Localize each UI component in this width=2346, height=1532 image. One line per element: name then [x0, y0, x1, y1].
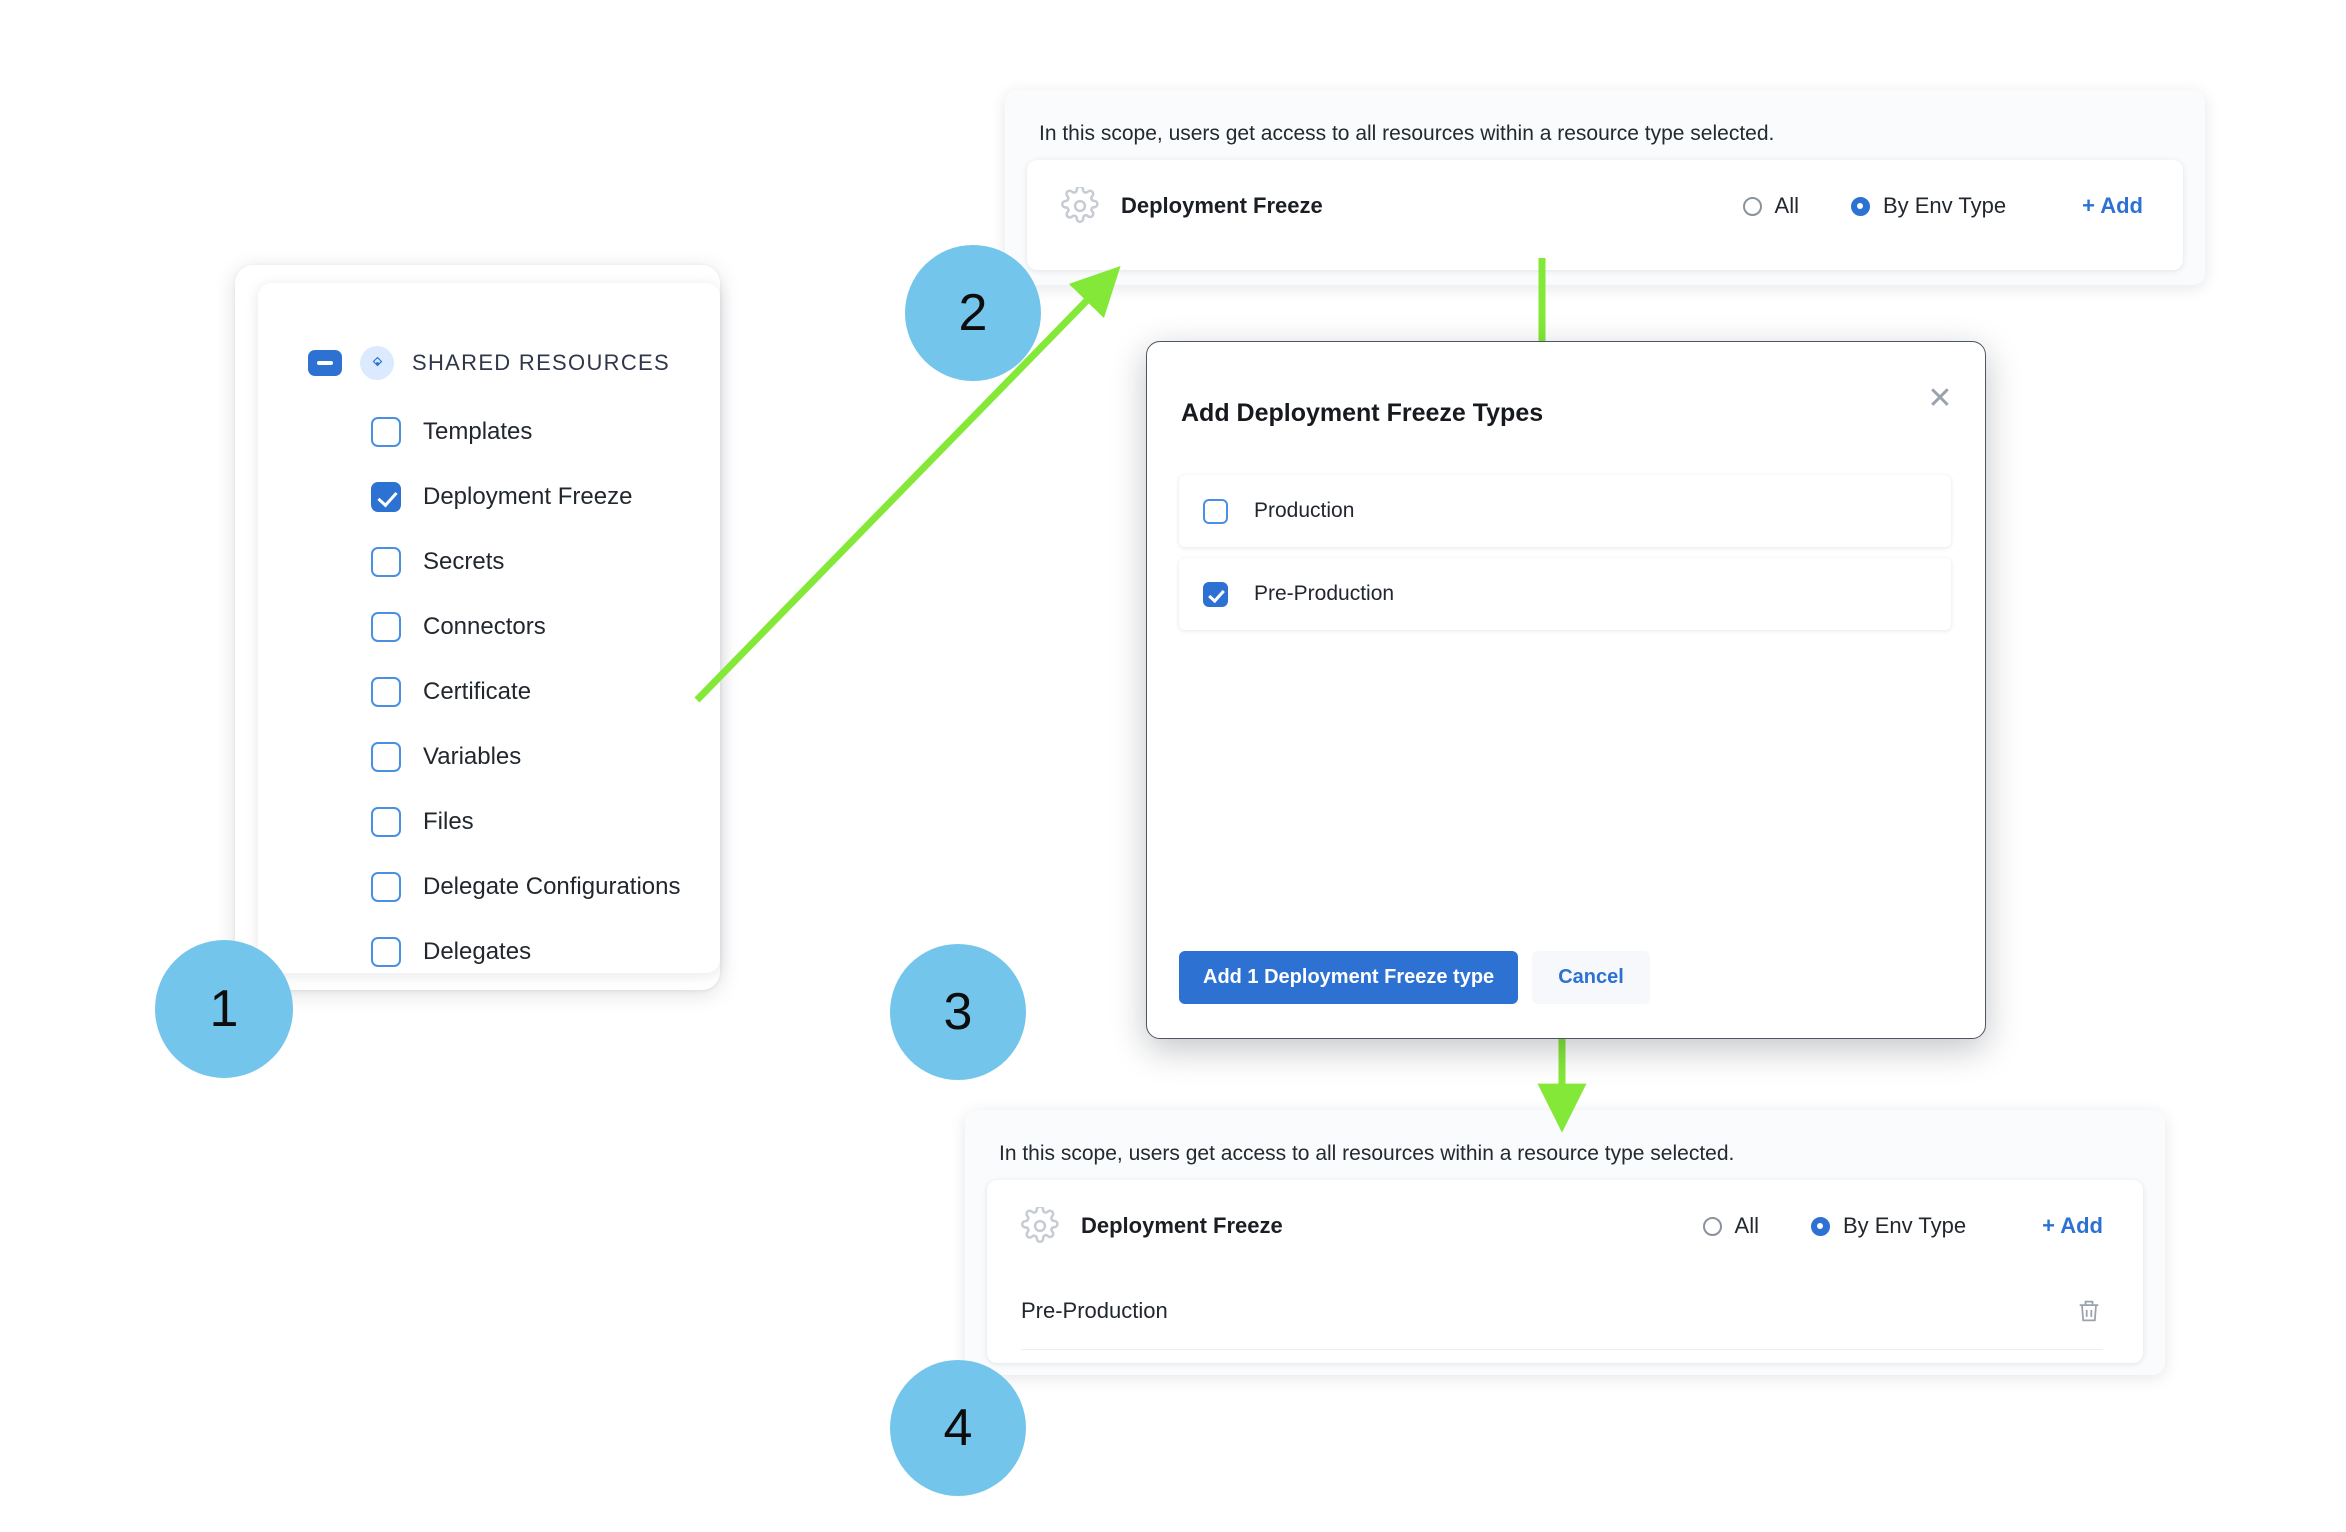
add-deployment-freeze-type-button[interactable]: Add 1 Deployment Freeze type — [1179, 951, 1519, 1004]
minus-icon[interactable] — [308, 350, 342, 376]
resource-card-bottom: Deployment Freeze All By Env Type + Add … — [987, 1180, 2143, 1363]
list-item[interactable]: Deployment Freeze — [258, 464, 720, 529]
shared-resources-title: SHARED RESOURCES — [412, 350, 670, 375]
modal-option-label: Pre-Production — [1254, 582, 1395, 605]
checkbox-files[interactable] — [371, 806, 401, 837]
list-item-label: Variables — [423, 742, 522, 770]
list-item-label: Delegate Configurations — [423, 872, 681, 900]
modal-option-label: Production — [1254, 499, 1355, 522]
radio-icon-by-env-type-bottom[interactable] — [1810, 1216, 1830, 1236]
list-item[interactable]: Certificate — [258, 659, 720, 724]
modal-option-production[interactable]: Production — [1179, 475, 1951, 547]
list-item[interactable]: Templates — [258, 399, 720, 464]
add-link-bottom[interactable]: + Add — [2042, 1213, 2103, 1238]
step-badge-2: 2 — [905, 245, 1041, 381]
checkbox-delegates[interactable] — [371, 936, 401, 967]
scope-panel-top: In this scope, users get access to all r… — [1005, 90, 2205, 285]
modal-footer: Add 1 Deployment Freeze type Cancel — [1179, 951, 1650, 1004]
resource-row-top: Deployment Freeze All By Env Type + Add — [1027, 160, 2183, 252]
list-item-label: Connectors — [423, 612, 546, 640]
list-item-label: Deployment Freeze — [423, 482, 633, 510]
radio-option-by-env-type-top[interactable]: By Env Type — [1850, 193, 2007, 219]
selected-item-row: Pre-Production — [1021, 1272, 2103, 1350]
radio-label-by-env-type-top: By Env Type — [1882, 193, 2007, 218]
radio-icon-by-env-type-top[interactable] — [1850, 196, 1870, 216]
close-icon[interactable]: ✕ — [1927, 382, 1953, 415]
gear-icon — [1021, 1205, 1059, 1245]
checkbox-secrets[interactable] — [371, 546, 401, 577]
step-badge-1: 1 — [155, 940, 293, 1078]
checkbox-production[interactable] — [1203, 498, 1228, 524]
cancel-button[interactable]: Cancel — [1532, 951, 1650, 1004]
list-item[interactable]: Files — [258, 789, 720, 854]
list-item-label: Files — [423, 807, 474, 835]
checkbox-delegate-configurations[interactable] — [371, 871, 401, 902]
list-item[interactable]: Delegate Configurations — [258, 854, 720, 919]
selected-item-label: Pre-Production — [1021, 1297, 1168, 1323]
checkbox-certificate[interactable] — [371, 676, 401, 707]
list-item-label: Certificate — [423, 677, 532, 705]
scope-note-bottom: In this scope, users get access to all r… — [999, 1142, 1735, 1165]
shared-resources-panel: SHARED RESOURCES Templates Deployment Fr… — [258, 283, 720, 973]
step-badge-label: 1 — [209, 980, 239, 1038]
modal-option-pre-production[interactable]: Pre-Production — [1179, 558, 1951, 630]
scope-panel-bottom: In this scope, users get access to all r… — [965, 1110, 2165, 1375]
scope-radio-group-bottom: All By Env Type — [1702, 1213, 1967, 1239]
checkbox-deployment-freeze[interactable] — [371, 481, 401, 512]
minus-bar — [317, 361, 333, 365]
step-badge-3: 3 — [890, 944, 1026, 1080]
radio-label-all-bottom: All — [1734, 1213, 1759, 1238]
list-item-label: Templates — [423, 417, 533, 445]
list-item-label: Secrets — [423, 547, 505, 575]
resource-name-bottom: Deployment Freeze — [1081, 1213, 1283, 1238]
radio-label-by-env-type-bottom: By Env Type — [1842, 1213, 1967, 1238]
scope-note-top: In this scope, users get access to all r… — [1039, 122, 1775, 145]
step-badge-label: 4 — [943, 1399, 973, 1457]
resource-card-top: Deployment Freeze All By Env Type + Add — [1027, 160, 2183, 270]
resource-name-top: Deployment Freeze — [1121, 193, 1323, 218]
trash-icon[interactable] — [2075, 1297, 2103, 1325]
step-badge-label: 3 — [943, 983, 973, 1041]
list-item[interactable]: Variables — [258, 724, 720, 789]
list-item[interactable]: Secrets — [258, 529, 720, 594]
list-item[interactable]: Connectors — [258, 594, 720, 659]
checkbox-templates[interactable] — [371, 416, 401, 447]
shared-resources-list: Templates Deployment Freeze Secrets Conn… — [258, 393, 720, 973]
radio-option-by-env-type-bottom[interactable]: By Env Type — [1810, 1213, 1967, 1239]
scope-radio-group-top: All By Env Type — [1742, 193, 2007, 219]
radio-label-all-top: All — [1774, 193, 1799, 218]
checkbox-pre-production[interactable] — [1203, 581, 1228, 607]
radio-option-all-top[interactable]: All — [1742, 193, 1799, 219]
gear-icon — [1061, 185, 1099, 225]
step-badge-4: 4 — [890, 1360, 1026, 1496]
shared-resources-header[interactable]: SHARED RESOURCES — [258, 333, 720, 393]
add-link-top[interactable]: + Add — [2082, 193, 2143, 218]
step-badge-label: 2 — [958, 284, 988, 342]
radio-icon-all-top[interactable] — [1742, 196, 1762, 216]
radio-icon-all-bottom[interactable] — [1702, 1216, 1722, 1236]
arrow-1-to-2 — [694, 265, 1121, 703]
resource-row-bottom: Deployment Freeze All By Env Type + Add — [987, 1180, 2143, 1272]
radio-option-all-bottom[interactable]: All — [1702, 1213, 1759, 1239]
checkbox-connectors[interactable] — [371, 611, 401, 642]
add-deployment-freeze-types-modal: Add Deployment Freeze Types ✕ Production… — [1146, 341, 1986, 1039]
list-item[interactable]: Delegates — [258, 919, 720, 973]
resource-group-icon — [360, 346, 394, 380]
list-item-label: Delegates — [423, 937, 532, 965]
modal-title: Add Deployment Freeze Types — [1181, 399, 1544, 427]
checkbox-variables[interactable] — [371, 741, 401, 772]
